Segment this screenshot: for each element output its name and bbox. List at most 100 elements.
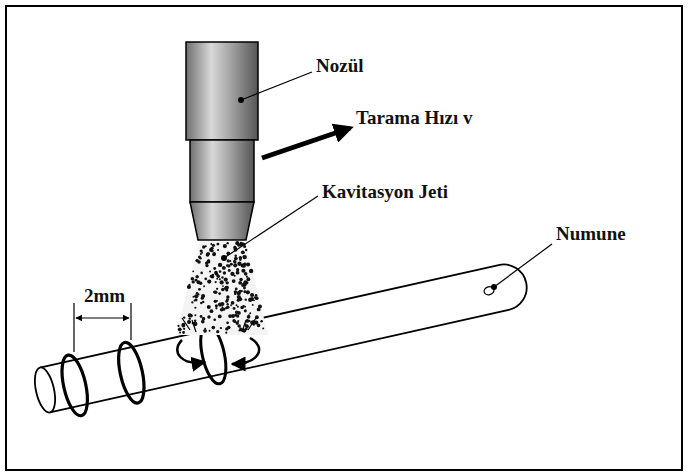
jet-droplet <box>234 275 236 277</box>
jet-droplet <box>218 292 221 295</box>
jet-droplet <box>231 301 235 305</box>
splash-marks <box>182 318 256 332</box>
jet-droplet <box>197 293 199 295</box>
jet-droplet <box>250 297 254 301</box>
jet-droplet <box>210 275 213 278</box>
jet-droplet <box>226 298 229 301</box>
jet-droplet <box>245 249 247 251</box>
jet-droplet <box>249 312 251 314</box>
jet-droplet <box>238 297 242 301</box>
dimension-tick <box>130 303 131 340</box>
jet-droplet <box>209 248 213 252</box>
jet-droplet <box>230 304 232 306</box>
jet-droplet <box>225 281 228 284</box>
jet-droplet <box>209 271 211 273</box>
jet-droplet <box>248 314 250 316</box>
jet-droplet <box>255 294 258 297</box>
jet-droplet <box>206 252 209 255</box>
jet-droplet <box>241 269 245 273</box>
jet-droplet <box>224 278 228 282</box>
jet-droplet <box>258 305 262 309</box>
frame <box>6 6 682 470</box>
jet-droplet <box>194 279 197 282</box>
jet-droplet <box>228 269 231 272</box>
jet-droplet <box>244 306 246 308</box>
jet-droplet <box>183 316 185 318</box>
jet-droplet <box>220 302 224 306</box>
jet-droplet <box>246 290 250 294</box>
part-label: Tarama Hızı v <box>356 107 472 128</box>
jet-droplet <box>203 329 207 333</box>
jet-droplet <box>250 293 254 297</box>
jet-droplet <box>257 324 261 328</box>
jet-droplet <box>183 328 185 330</box>
jet-droplet <box>248 320 250 322</box>
jet-droplet <box>214 271 218 275</box>
jet-droplet <box>206 260 210 264</box>
jet-droplet <box>200 253 202 255</box>
nozzle-body <box>186 42 258 140</box>
jet-droplet <box>231 314 235 318</box>
scan-arrow <box>262 128 350 158</box>
jet-droplet <box>188 321 191 324</box>
jet-droplet <box>178 327 182 331</box>
jet-droplet <box>198 255 201 258</box>
jet-droplet <box>233 307 236 310</box>
jet-droplet <box>194 314 196 316</box>
jet-droplet <box>227 326 230 329</box>
dimension-label: 2mm <box>84 285 125 306</box>
jet-droplet <box>200 315 203 318</box>
jet-droplet <box>252 304 254 306</box>
jet-droplet <box>182 331 185 334</box>
jet-droplet <box>233 260 236 263</box>
jet-droplet <box>223 244 227 248</box>
jet-droplet <box>246 277 250 281</box>
jet-droplet <box>194 300 196 302</box>
jet-droplet <box>215 281 217 283</box>
jet-droplet <box>262 327 264 329</box>
jet-droplet <box>255 296 259 300</box>
nozzle-tip <box>190 202 254 240</box>
jet-droplet <box>213 267 216 270</box>
jet-droplet <box>226 242 228 244</box>
jet-droplet <box>202 301 204 303</box>
part-label: Nozül <box>316 55 364 76</box>
jet-droplet <box>217 249 219 251</box>
part-label-holder: Numune <box>556 224 626 245</box>
jet-droplet <box>189 317 191 319</box>
jet-droplet <box>219 278 221 280</box>
jet-droplet <box>234 254 237 257</box>
part-label: Numune <box>556 223 626 244</box>
jet-droplet <box>209 330 211 332</box>
jet-droplet <box>246 276 248 278</box>
jet-droplet <box>224 287 227 290</box>
jet-droplet <box>245 324 249 328</box>
jet-droplet <box>234 293 236 295</box>
jet-droplet <box>214 291 217 294</box>
jet-droplet <box>235 288 238 291</box>
jet-droplet <box>242 255 246 259</box>
jet-droplet <box>241 250 245 254</box>
jet-droplet <box>207 315 211 319</box>
jet-droplet <box>226 321 229 324</box>
jet-droplet <box>194 319 197 322</box>
jet-droplet <box>238 281 242 285</box>
jet-droplet <box>191 277 195 281</box>
jet-droplet <box>246 262 250 266</box>
jet-droplet <box>241 290 243 292</box>
part-label-holder: Kavitasyon Jeti <box>322 182 448 203</box>
jet-droplet <box>179 332 181 334</box>
jet-droplet <box>216 288 218 290</box>
jet-droplet <box>207 259 210 262</box>
jet-droplet <box>177 325 179 327</box>
jet-droplet <box>218 315 222 319</box>
jet-droplet <box>233 263 237 267</box>
jet-droplet <box>220 327 222 329</box>
jet-droplet <box>237 306 239 308</box>
jet-droplet <box>238 298 240 300</box>
jet-droplet <box>253 324 255 326</box>
jet-droplet <box>213 252 216 255</box>
jet-droplet <box>214 300 217 303</box>
